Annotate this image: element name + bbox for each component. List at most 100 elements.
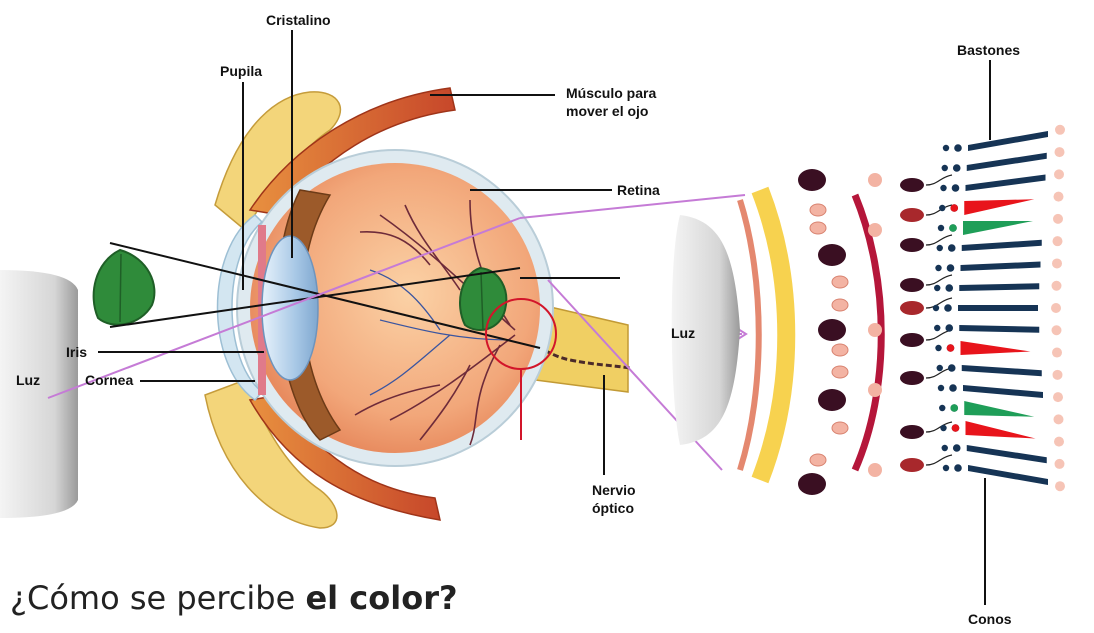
- photoreceptor-body: [954, 464, 962, 472]
- pigment-dot: [1054, 414, 1064, 424]
- bipolar-cell: [900, 301, 924, 315]
- rod: [967, 445, 1047, 463]
- bipolar-connector: [926, 275, 952, 285]
- pigment-dot: [1053, 236, 1063, 246]
- pigment-dot: [1053, 392, 1063, 402]
- cone-red: [964, 199, 1034, 215]
- rod: [966, 175, 1046, 192]
- page-question-title: ¿Cómo se percibe el color?: [10, 578, 458, 618]
- label-musculo: Músculo para mover el ojo: [566, 84, 656, 120]
- rod: [959, 325, 1039, 333]
- photoreceptor-nucleus: [935, 265, 941, 271]
- bipolar-cell: [900, 425, 924, 439]
- pigment-epithelium-dots: [1051, 125, 1065, 491]
- bipolar-cell: [900, 333, 924, 347]
- pigment-dot: [1052, 348, 1062, 358]
- horizontal-cell: [868, 383, 882, 397]
- label-luz-left: Luz: [16, 371, 40, 389]
- photoreceptor-body: [948, 364, 956, 372]
- photoreceptor-nucleus: [937, 365, 943, 371]
- crystalline-lens: [262, 236, 318, 380]
- photoreceptor-nucleus: [938, 225, 944, 231]
- bipolar-cell: [900, 238, 924, 252]
- cone-red: [966, 421, 1036, 439]
- pigment-dot: [1055, 125, 1065, 135]
- label-cornea: Cornea: [85, 371, 133, 389]
- photoreceptor-body: [952, 184, 960, 192]
- label-pupila: Pupila: [220, 62, 262, 80]
- photoreceptors: [933, 131, 1048, 485]
- ganglion-cell: [798, 169, 826, 191]
- photoreceptor-body: [944, 304, 952, 312]
- bipolar-cell: [900, 278, 924, 292]
- photoreceptor-nucleus: [942, 445, 948, 451]
- amacrine-cell: [832, 366, 848, 378]
- photoreceptor-nucleus: [935, 345, 941, 351]
- bipolar-cell: [900, 208, 924, 222]
- label-iris: Iris: [66, 343, 87, 361]
- rod: [962, 365, 1042, 376]
- pigment-dot: [1055, 459, 1065, 469]
- leaf-object-icon: [94, 250, 155, 325]
- photoreceptor-nucleus: [937, 245, 943, 251]
- pigment-dot: [1055, 147, 1065, 157]
- photoreceptor-nucleus: [934, 285, 940, 291]
- rod: [963, 385, 1043, 398]
- label-nervio-line1: Nervio: [592, 481, 636, 499]
- photoreceptor-nucleus: [934, 325, 940, 331]
- pigment-dot: [1054, 169, 1064, 179]
- pigment-dot: [1054, 437, 1064, 447]
- amacrine-cell: [832, 276, 848, 288]
- photoreceptor-body: [945, 284, 953, 292]
- cone-red: [961, 341, 1031, 355]
- label-retina: Retina: [617, 181, 660, 199]
- amacrine-cell: [832, 299, 848, 311]
- ganglion-cell: [818, 389, 846, 411]
- label-nervio-line2: óptico: [592, 499, 636, 517]
- label-musculo-line1: Músculo para: [566, 84, 656, 102]
- cone-body: [952, 424, 960, 432]
- rod: [968, 465, 1048, 485]
- amacrine-cell: [832, 344, 848, 356]
- photoreceptor-body: [945, 324, 953, 332]
- rod: [968, 131, 1048, 151]
- bipolar-cell: [900, 178, 924, 192]
- label-cristalino: Cristalino: [266, 11, 331, 29]
- cone-body: [950, 204, 958, 212]
- amacrine-cell: [810, 204, 826, 216]
- label-conos: Conos: [968, 610, 1012, 628]
- photoreceptor-nucleus: [940, 185, 946, 191]
- horizontal-cell: [868, 323, 882, 337]
- horizontal-cell: [868, 223, 882, 237]
- label-nervio-optico: Nervio óptico: [592, 481, 636, 517]
- pigment-dot: [1054, 192, 1064, 202]
- pigment-dot: [1051, 303, 1061, 313]
- amacrine-cell: [810, 454, 826, 466]
- bipolar-cell: [900, 458, 924, 472]
- photoreceptor-nucleus: [933, 305, 939, 311]
- pigment-dot: [1052, 325, 1062, 335]
- ganglion-cell: [818, 244, 846, 266]
- photoreceptor-nucleus: [938, 385, 944, 391]
- label-musculo-line2: mover el ojo: [566, 102, 656, 120]
- question-bold: el color?: [305, 579, 457, 617]
- pigment-dot: [1053, 214, 1063, 224]
- ganglion-cells: [798, 169, 848, 495]
- amacrine-cell: [832, 422, 848, 434]
- photoreceptor-nucleus: [939, 205, 945, 211]
- photoreceptor-body: [954, 144, 962, 152]
- photoreceptor-body: [947, 264, 955, 272]
- bipolar-cell: [900, 371, 924, 385]
- pigment-dot: [1053, 370, 1063, 380]
- bipolar-connector: [926, 455, 952, 465]
- cone-body: [947, 344, 955, 352]
- cone-green: [963, 221, 1033, 235]
- left-screen-panel: [0, 270, 78, 518]
- photoreceptor-nucleus: [940, 425, 946, 431]
- cone-body: [950, 404, 958, 412]
- rod: [967, 153, 1047, 171]
- cone-body: [949, 224, 957, 232]
- photoreceptor-body: [953, 164, 961, 172]
- rod: [959, 283, 1039, 291]
